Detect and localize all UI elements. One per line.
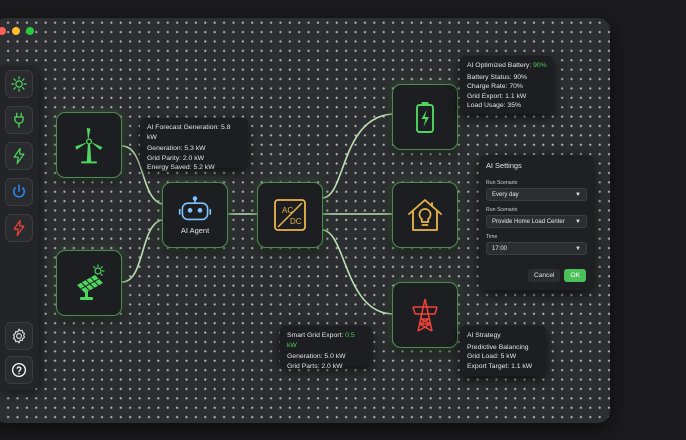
battery-line: Load Usage: 35% — [467, 102, 522, 110]
sidebar — [0, 66, 39, 390]
forecast-line: Generation: 5.3 kW — [147, 145, 206, 153]
battery-title-value: 90% — [533, 62, 547, 69]
lightning-icon — [13, 147, 25, 165]
forecast-line: Grid Parity: 2.0 kW — [147, 154, 205, 162]
power-icon — [13, 184, 25, 198]
ac-dc-icon: AC DC — [274, 199, 306, 231]
ai-strategy-panel: AI Strategy Predictive Balancing Grid Lo… — [460, 326, 546, 376]
forecast-title: AI Forecast Generation: 5.8 kW — [147, 124, 231, 141]
sidebar-item-help[interactable] — [5, 356, 33, 384]
lightning-red-icon — [13, 219, 25, 237]
sidebar-item-alert[interactable] — [5, 214, 33, 242]
power-tower-node[interactable] — [392, 282, 458, 348]
time-value: 17:00 — [492, 245, 508, 252]
strategy-line: Export Target: 1.1 kW — [467, 362, 533, 370]
time-select[interactable]: 17:00 ▼ — [486, 242, 587, 255]
strategy-line: Predictive Balancing — [467, 343, 529, 351]
close-window-button[interactable] — [0, 27, 6, 35]
cancel-button[interactable]: Cancel — [527, 269, 561, 282]
plug-icon — [14, 112, 24, 128]
sidebar-item-power[interactable] — [5, 178, 33, 206]
gear-icon — [12, 328, 26, 344]
settings-title: AI Settings — [486, 161, 522, 170]
power-tower-icon — [412, 298, 438, 332]
battery-line: Battery Status: 90% — [467, 73, 528, 81]
ai-agent-label: AI Agent — [180, 225, 210, 235]
ai-settings-dialog: AI Settings Run Scenario Every day ▼ Run… — [480, 155, 593, 290]
battery-panel: AI Optimized Battery: 90% Battery Status… — [460, 56, 554, 114]
grid-line: Grid Parts: 2.0 kW — [287, 362, 343, 370]
battery-title: AI Optimized Battery: 90% — [467, 61, 547, 71]
house-bulb-icon — [408, 199, 442, 231]
dialog-actions: Cancel OK — [527, 269, 586, 282]
forecast-line: Energy Saved: 5.2 kW — [147, 164, 215, 172]
smart-grid-panel: Smart Grid Export: 0.5 kW Generation: 5.… — [280, 326, 372, 370]
battery-node[interactable] — [392, 84, 458, 150]
wind-turbine-icon — [75, 128, 103, 164]
time-label: Time — [486, 234, 498, 240]
robot-icon — [178, 195, 212, 220]
grid-title: Smart Grid Export: 0.5 kW — [287, 331, 365, 350]
strategy-title: AI Strategy — [467, 332, 501, 339]
help-icon — [11, 362, 27, 378]
wind-turbine-node[interactable] — [56, 112, 122, 178]
battery-line: Charge Rate: 70% — [467, 83, 523, 91]
grid-title-value: 0.5 kW — [287, 332, 355, 349]
grid-line: Generation: 5.0 kW — [287, 353, 346, 361]
strategy-line: Grid Load: 5 kW — [467, 353, 517, 361]
load-center-value: Provide Home Load Center — [492, 218, 565, 225]
chevron-down-icon: ▼ — [575, 218, 581, 225]
battery-icon — [416, 102, 434, 133]
grid-title-text: Smart Grid Export: — [287, 332, 344, 339]
sidebar-item-plug[interactable] — [5, 106, 33, 134]
run-scenario-select[interactable]: Every day ▼ — [486, 188, 587, 201]
home-node[interactable] — [392, 182, 458, 248]
battery-title-text: AI Optimized Battery: — [467, 62, 532, 69]
dc-text: DC — [290, 217, 302, 226]
sidebar-item-energy[interactable] — [5, 142, 33, 170]
forecast-panel: AI Forecast Generation: 5.8 kW Generatio… — [140, 118, 248, 171]
sun-icon — [11, 76, 27, 92]
run-scenario-value: Every day — [492, 191, 519, 198]
ac-dc-converter-node[interactable]: AC DC — [257, 182, 323, 248]
battery-line: Grid Export: 1.1 kW — [467, 92, 527, 100]
run-scenario-label: Run Scenario — [486, 207, 518, 213]
zoom-window-button[interactable] — [26, 27, 34, 35]
load-center-select[interactable]: Provide Home Load Center ▼ — [486, 215, 587, 228]
solar-panel-icon — [77, 264, 105, 300]
sidebar-item-settings[interactable] — [5, 322, 33, 350]
ai-agent-node[interactable]: AI Agent — [162, 182, 228, 248]
sidebar-item-solar[interactable] — [5, 70, 33, 98]
ok-button[interactable]: OK — [564, 269, 586, 282]
ac-text: AC — [282, 206, 293, 215]
chevron-down-icon: ▼ — [575, 245, 581, 252]
solar-panel-node[interactable] — [56, 250, 122, 316]
minimize-window-button[interactable] — [12, 27, 20, 35]
run-scenario-label: Run Scenario — [486, 180, 518, 186]
chevron-down-icon: ▼ — [575, 191, 581, 198]
